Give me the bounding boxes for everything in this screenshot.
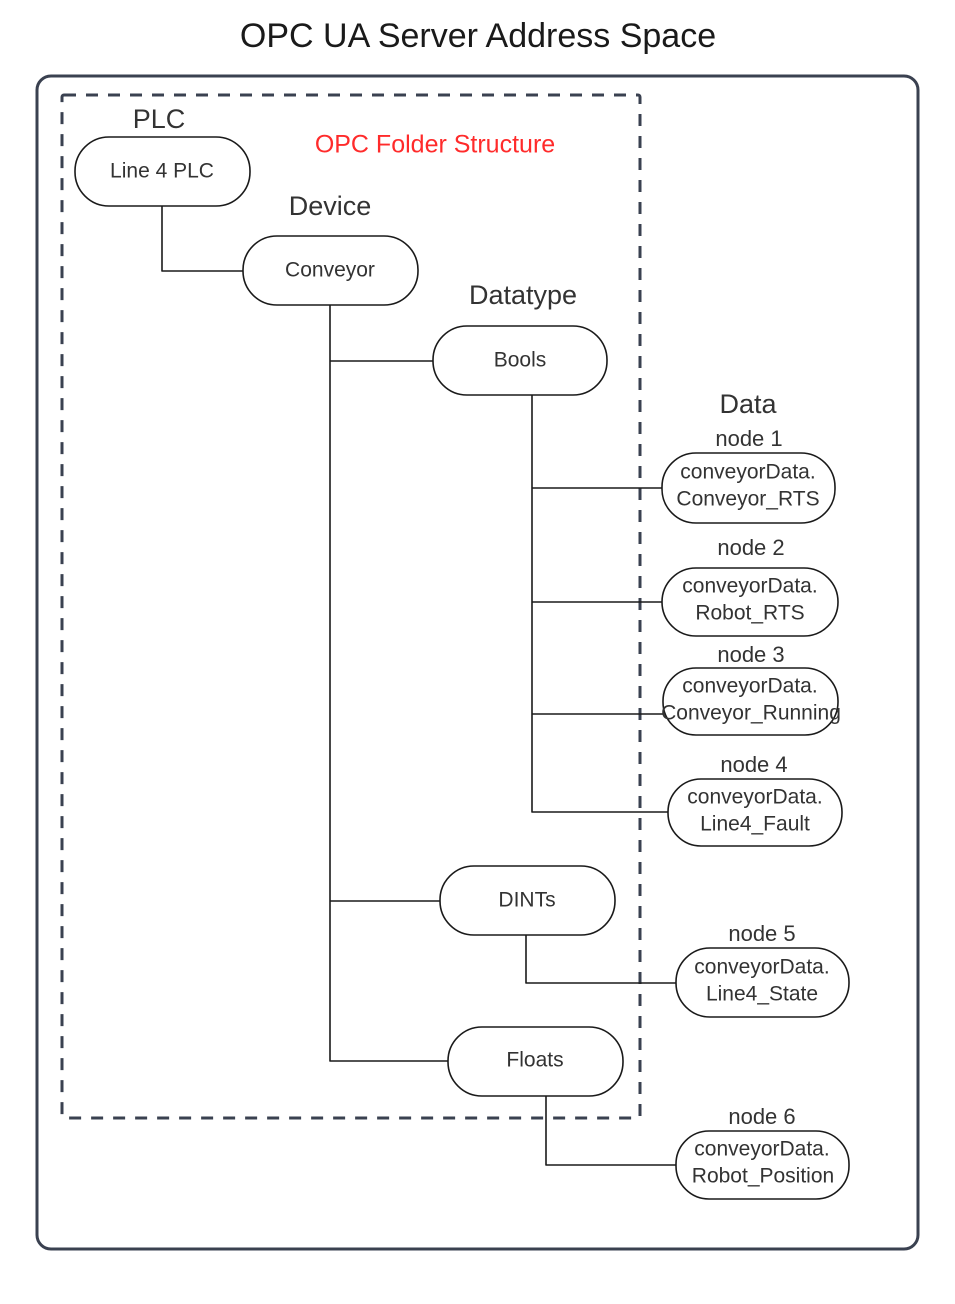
connector-plc-to-conveyor	[161, 205, 243, 272]
connector-bools-trunk	[531, 395, 668, 813]
node-conveyor-shape[interactable]	[242, 235, 419, 306]
data-node-1-line1: conveyorData.	[680, 461, 815, 484]
data-node-2-line1: conveyorData.	[682, 575, 817, 598]
node-line-4-plc-label: Line 4 PLC	[110, 160, 214, 183]
data-node-3[interactable]: node 3 conveyorData. Conveyor_Running	[661, 642, 841, 736]
data-node-2-shape[interactable]	[661, 567, 839, 637]
node-dints-shape[interactable]	[439, 865, 616, 936]
group-label-data: Data	[719, 389, 777, 419]
data-node-1-shape[interactable]	[661, 452, 836, 524]
node-conveyor[interactable]: Conveyor	[242, 235, 419, 306]
opc-folder-structure-frame	[60, 93, 642, 1120]
data-node-4-shape[interactable]	[667, 778, 843, 847]
node-bools-shape[interactable]	[432, 325, 608, 396]
data-node-1-caption: node 1	[715, 426, 782, 451]
group-label-plc: PLC	[133, 104, 186, 134]
group-label-device: Device	[289, 191, 372, 221]
data-node-2[interactable]: node 2 conveyorData. Robot_RTS	[661, 535, 839, 637]
data-node-4-line1: conveyorData.	[687, 786, 822, 809]
server-address-space-frame	[35, 74, 920, 1251]
data-node-5-line1: conveyorData.	[694, 956, 829, 979]
node-floats[interactable]: Floats	[447, 1026, 624, 1097]
data-node-6-line2: Robot_Position	[692, 1165, 834, 1188]
data-node-3-caption: node 3	[717, 642, 784, 667]
node-conveyor-label: Conveyor	[285, 259, 375, 282]
data-node-6-shape[interactable]	[675, 1130, 850, 1200]
connector-dints-to-node5	[525, 935, 676, 984]
data-node-4-line2: Line4_Fault	[700, 813, 810, 836]
data-node-3-line1: conveyorData.	[682, 675, 817, 698]
connector-conveyor-trunk	[329, 305, 448, 1062]
group-label-datatype: Datatype	[469, 280, 577, 310]
data-node-4-caption: node 4	[720, 752, 787, 777]
data-node-3-line2: Conveyor_Running	[661, 702, 841, 725]
data-node-5-shape[interactable]	[675, 947, 850, 1018]
data-node-1-line2: Conveyor_RTS	[676, 488, 819, 511]
data-node-5-line2: Line4_State	[706, 983, 818, 1006]
data-node-5-caption: node 5	[728, 921, 795, 946]
node-line-4-plc[interactable]: Line 4 PLC	[74, 136, 251, 207]
node-bools[interactable]: Bools	[432, 325, 608, 396]
data-node-4[interactable]: node 4 conveyorData. Line4_Fault	[667, 752, 843, 847]
data-node-6[interactable]: node 6 conveyorData. Robot_Position	[675, 1104, 850, 1200]
node-dints[interactable]: DINTs	[439, 865, 616, 936]
data-node-6-line1: conveyorData.	[694, 1138, 829, 1161]
data-node-5[interactable]: node 5 conveyorData. Line4_State	[675, 921, 850, 1018]
connector-floats-to-node6	[545, 1095, 676, 1166]
data-node-3-shape[interactable]	[662, 667, 839, 736]
data-node-1[interactable]: node 1 conveyorData. Conveyor_RTS	[661, 426, 836, 524]
data-node-2-line2: Robot_RTS	[695, 602, 804, 625]
opc-folder-structure-label: OPC Folder Structure	[315, 131, 555, 159]
node-bools-label: Bools	[494, 349, 547, 372]
data-node-2-caption: node 2	[717, 535, 784, 560]
node-dints-label: DINTs	[498, 889, 555, 912]
diagram-title: OPC UA Server Address Space	[240, 17, 716, 55]
node-line-4-plc-shape[interactable]	[74, 136, 251, 207]
data-node-6-caption: node 6	[728, 1104, 795, 1129]
node-floats-shape[interactable]	[447, 1026, 624, 1097]
node-floats-label: Floats	[506, 1049, 563, 1072]
